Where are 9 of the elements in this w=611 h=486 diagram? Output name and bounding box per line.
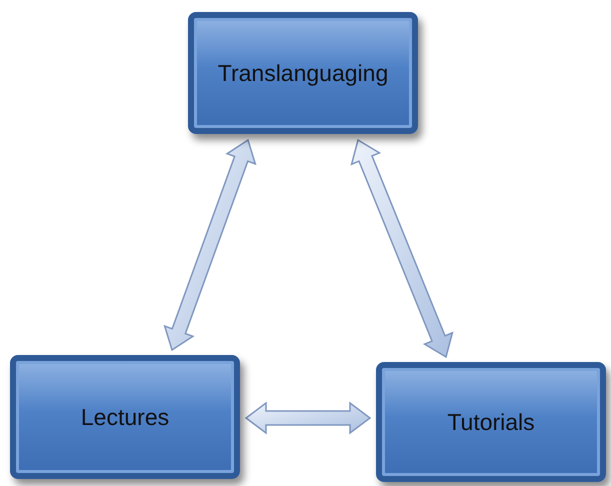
- double-arrow: [164, 138, 256, 352]
- box-label: Tutorials: [447, 408, 535, 436]
- double-arrow: [244, 402, 372, 434]
- process-box: [376, 362, 606, 482]
- process-box: [10, 355, 240, 479]
- double-arrow: [350, 138, 454, 358]
- process-box: [188, 12, 418, 134]
- box-label: Translanguaging: [218, 60, 388, 86]
- box-label: Lectures: [80, 404, 170, 430]
